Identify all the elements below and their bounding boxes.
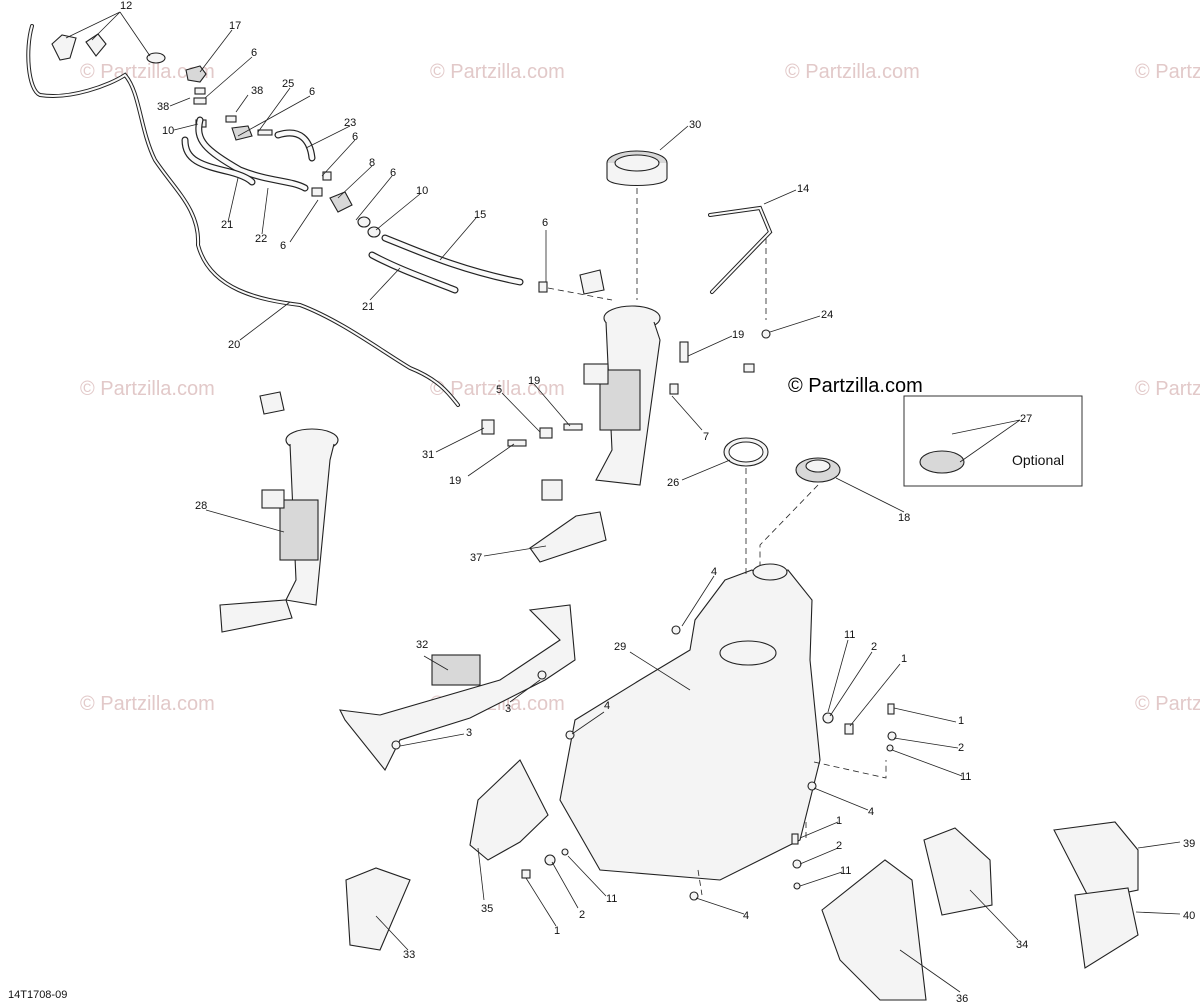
callout-21: 21 [362, 301, 374, 313]
callout-27: 27 [1020, 413, 1032, 425]
fuel-pump-center [529, 269, 661, 563]
callout-6: 6 [309, 86, 315, 98]
callout-36: 36 [956, 993, 968, 1005]
watermark: © Partzilla.com [1135, 378, 1200, 400]
callout-1: 1 [958, 715, 964, 727]
callout-3: 3 [505, 703, 511, 715]
callout-38: 38 [157, 101, 169, 113]
callout-2: 2 [871, 641, 877, 653]
watermark: © Partzilla.com [1135, 61, 1200, 83]
callout-6: 6 [542, 217, 548, 229]
callout-19: 19 [528, 375, 540, 387]
fuel-tank-29 [559, 563, 821, 881]
vent-tube-14 [708, 205, 773, 294]
callout-11: 11 [960, 771, 971, 783]
alignment-lines [547, 188, 887, 896]
fuel-pump-left-28 [219, 391, 339, 633]
callout-34: 34 [1016, 939, 1028, 951]
callout-1: 1 [554, 925, 560, 937]
callout-4: 4 [743, 910, 749, 922]
callout-21: 21 [221, 219, 233, 231]
callout-6: 6 [251, 47, 257, 59]
callout-6: 6 [390, 167, 396, 179]
callout-38: 38 [251, 85, 263, 97]
optional-box: Optional [903, 395, 1083, 487]
callout-30: 30 [689, 119, 701, 131]
callout-1: 1 [901, 653, 907, 665]
callout-19: 19 [449, 475, 461, 487]
callout-32: 32 [416, 639, 428, 651]
hose-20 [26, 24, 460, 407]
callout-17: 17 [229, 20, 241, 32]
callout-10: 10 [162, 125, 174, 137]
callout-4: 4 [711, 566, 717, 578]
callout-24: 24 [821, 309, 833, 321]
watermark: © Partzilla.com [430, 378, 565, 400]
callout-28: 28 [195, 500, 207, 512]
watermark-main: © Partzilla.com [788, 375, 923, 397]
callout-40: 40 [1183, 910, 1195, 922]
callout-4: 4 [604, 700, 610, 712]
callout-11: 11 [606, 893, 617, 905]
watermark: © Partzilla.com [80, 61, 215, 83]
callout-2: 2 [579, 909, 585, 921]
callout-11: 11 [840, 865, 851, 877]
callout-4: 4 [868, 806, 874, 818]
clamp-12-group [51, 33, 166, 64]
callout-18: 18 [898, 512, 910, 524]
leader-lines [65, 11, 1181, 993]
fuel-cap-18 [795, 457, 841, 483]
callout-14: 14 [797, 183, 809, 195]
callout-39: 39 [1183, 838, 1195, 850]
callout-15: 15 [474, 209, 486, 221]
callout-29: 29 [614, 641, 626, 653]
callouts: 12 17 6 38 38 25 6 10 23 6 8 6 10 21 22 … [120, 0, 1195, 1005]
callout-25: 25 [282, 78, 294, 90]
callout-6: 6 [280, 240, 286, 252]
callout-20: 20 [228, 339, 240, 351]
lock-ring-30 [606, 150, 668, 186]
watermark: © Partzilla.com [80, 378, 215, 400]
callout-8: 8 [369, 157, 375, 169]
watermark: © Partzilla.com [80, 693, 215, 715]
optional-label: Optional [1012, 452, 1064, 468]
bracket-32 [339, 604, 576, 772]
callout-3: 3 [466, 727, 472, 739]
callout-1: 1 [836, 815, 842, 827]
callout-19: 19 [732, 329, 744, 341]
callout-31: 31 [422, 449, 434, 461]
callout-37: 37 [470, 552, 482, 564]
hoses-small [181, 116, 524, 294]
callout-10: 10 [416, 185, 428, 197]
gasket-26 [723, 437, 769, 467]
callout-12: 12 [120, 0, 132, 12]
watermark: © Partzilla.com [785, 61, 920, 83]
callout-22: 22 [255, 233, 267, 245]
callout-5: 5 [496, 384, 502, 396]
callout-6: 6 [352, 131, 358, 143]
callout-33: 33 [403, 949, 415, 961]
callout-26: 26 [667, 477, 679, 489]
heat-shields [345, 759, 1139, 1001]
callout-2: 2 [836, 840, 842, 852]
callout-35: 35 [481, 903, 493, 915]
callout-2: 2 [958, 742, 964, 754]
callout-23: 23 [344, 117, 356, 129]
diagram-code: 14T1708-09 [8, 989, 67, 1001]
watermark: © Partzilla.com [1135, 693, 1200, 715]
callout-7: 7 [703, 431, 709, 443]
callout-11: 11 [844, 629, 855, 641]
watermark: © Partzilla.com [430, 61, 565, 83]
